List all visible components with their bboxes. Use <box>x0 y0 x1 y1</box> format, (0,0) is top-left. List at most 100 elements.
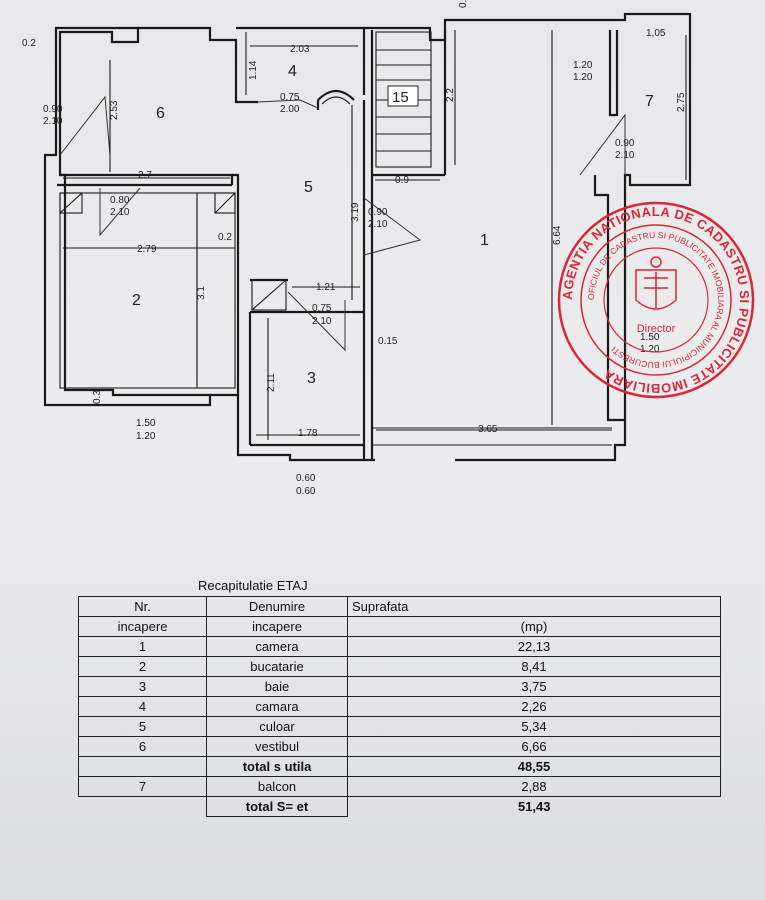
dim-text: 0.90 <box>43 104 63 115</box>
door-swings <box>59 95 626 352</box>
cell-area: 2,26 <box>347 696 721 717</box>
dim-text: 0.80 <box>110 195 130 206</box>
dim-text: 2.10 <box>368 219 388 230</box>
table-row: 6 vestibul 6,66 <box>78 736 721 757</box>
cell-name: camera <box>206 636 348 657</box>
dim-text: 0.3 <box>92 390 103 404</box>
dim-text: 2.53 <box>109 100 120 120</box>
dim-text: 1.50 <box>136 418 156 429</box>
room-label-7: 7 <box>645 93 654 110</box>
cell-nr: 1 <box>78 636 207 657</box>
dim-text: 2.10 <box>312 316 332 327</box>
dim-text: 2.75 <box>676 92 687 112</box>
dim-text: 3.19 <box>350 202 361 222</box>
dim-text: 0.75 <box>312 303 332 314</box>
dim-text: 1.20 <box>136 431 156 442</box>
dim-text: 0.90 <box>368 207 388 218</box>
dim-text: 0.9 <box>395 175 409 186</box>
stair-treads <box>376 49 431 152</box>
cell-name: vestibul <box>206 736 348 757</box>
cell-area: 5,34 <box>347 716 721 737</box>
table-row: 5 culoar 5,34 <box>78 716 721 737</box>
dim-text: 6.64 <box>552 225 563 245</box>
dim-text: 0.60 <box>296 473 316 484</box>
dim-text: 2.11 <box>266 373 277 392</box>
total-util-label: total s utila <box>206 756 348 777</box>
dim-text: 0.90 <box>615 138 635 149</box>
cell-name: balcon <box>206 776 348 797</box>
room-label-6: 6 <box>156 105 165 122</box>
cell-nr: 7 <box>78 776 207 797</box>
dim-text: 2.2 <box>445 88 456 102</box>
cell-area: 2,88 <box>347 776 721 797</box>
dim-text: 1,05 <box>646 28 666 39</box>
dim-text: 3.1 <box>196 286 207 300</box>
room-label-5: 5 <box>304 179 313 196</box>
dim-text: 1.20 <box>573 60 593 71</box>
cell-name: camara <box>206 696 348 717</box>
coat-of-arms-icon <box>635 256 677 310</box>
dim-text: 2.00 <box>280 104 300 115</box>
dim-text: 2.03 <box>290 44 310 55</box>
header-cell: incapere <box>206 616 348 637</box>
room-label-1: 1 <box>480 232 489 249</box>
dim-text: 3.65 <box>478 424 498 435</box>
table-header-row: Nr. Denumire Suprafata <box>78 596 721 617</box>
dim-text: 1.20 <box>573 72 593 83</box>
table-row: 1 camera 22,13 <box>78 636 721 657</box>
table-row: 4 camara 2,26 <box>78 696 721 717</box>
cell-nr: 2 <box>78 656 207 677</box>
cell-nr: 4 <box>78 696 207 717</box>
table-header-row: incapere incapere (mp) <box>78 616 721 637</box>
dimension-labels: 0.2 2.03 1.14 0.1 1,05 1.20 1.20 0.90 2.… <box>22 0 687 497</box>
total-util-row: total s utila 48,55 <box>78 756 721 777</box>
cell-nr: 3 <box>78 676 207 697</box>
dim-text: 2.10 <box>615 150 635 161</box>
room-label-3: 3 <box>307 370 316 387</box>
total-et-label: total S= et <box>206 796 348 817</box>
header-cell: Suprafata <box>347 596 721 617</box>
cell-area: 6,66 <box>347 736 721 757</box>
total-et-value: 51,43 <box>347 796 721 817</box>
room-labels: 1 2 3 4 5 6 7 <box>132 63 654 387</box>
cell-area: 3,75 <box>347 676 721 697</box>
cell-name: culoar <box>206 716 348 737</box>
dim-text: 1.20 <box>640 344 660 355</box>
walls <box>43 12 692 462</box>
cell-nr: 5 <box>78 716 207 737</box>
total-util-value: 48,55 <box>347 756 721 777</box>
room-label-4: 4 <box>288 63 297 80</box>
stair-label-box <box>387 85 419 107</box>
header-cell: Denumire <box>206 596 348 617</box>
dim-text: 0.2 <box>22 38 36 49</box>
dim-text: 2.10 <box>43 116 63 127</box>
dim-text: 1.14 <box>248 60 259 80</box>
dim-text: 2.79 <box>137 244 157 255</box>
cell-empty <box>79 797 207 817</box>
recap-table: Nr. Denumire Suprafata incapere incapere… <box>78 596 721 817</box>
dim-text: 1.78 <box>298 428 318 439</box>
partitions <box>59 30 612 460</box>
stamp-center-text: Director <box>637 323 676 335</box>
cell-name: baie <box>206 676 348 697</box>
cell-name: bucatarie <box>206 656 348 677</box>
measure-lines <box>63 30 687 440</box>
room-label-2: 2 <box>132 292 141 309</box>
floor-plan: 1 2 3 4 5 6 7 1 5 0.2 2.03 1.14 0.1 1,05 … <box>22 0 692 497</box>
dim-text: 2.7 <box>138 170 152 181</box>
dim-text: 2.10 <box>110 207 130 218</box>
dim-text: 1.50 <box>640 332 660 343</box>
table-title: Recapitulatie ETAJ <box>198 578 308 593</box>
total-et-row: total S= et 51,43 <box>79 796 721 817</box>
official-stamp: AGENTIA NATIONALA DE CADASTRU SI PUBLICI… <box>557 201 755 399</box>
cell-nr <box>78 756 207 777</box>
dim-text: 0.15 <box>378 336 398 347</box>
cell-area: 8,41 <box>347 656 721 677</box>
dim-text: 1.21 <box>316 282 336 293</box>
dim-text: 0.2 <box>218 232 232 243</box>
header-cell: (mp) <box>347 616 721 637</box>
dim-text: 0.1 <box>458 0 469 8</box>
cell-area: 22,13 <box>347 636 721 657</box>
balcony-row: 7 balcon 2,88 <box>78 776 721 797</box>
dim-text: 0.60 <box>296 486 316 497</box>
